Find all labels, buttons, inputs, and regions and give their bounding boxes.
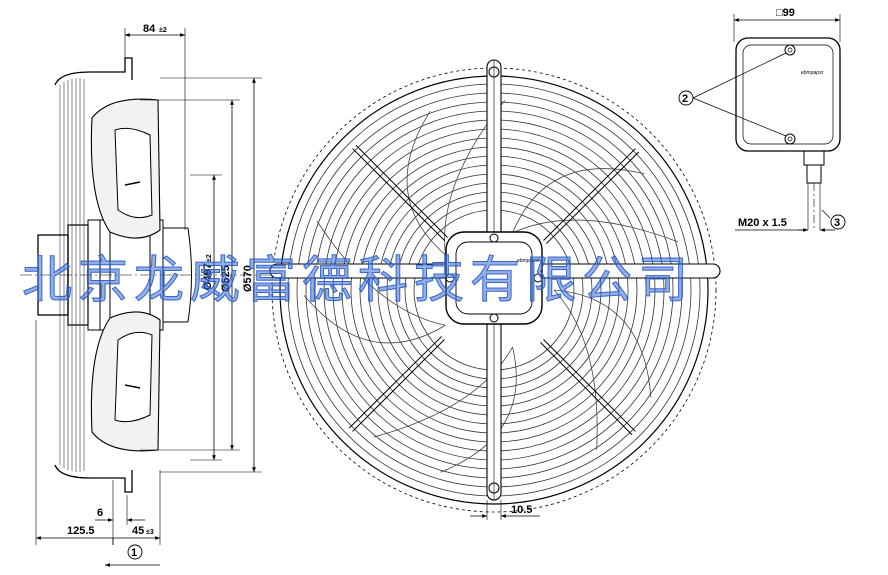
guard-spoke <box>355 144 448 238</box>
bottom-right-tol: ±3 <box>146 529 154 536</box>
outer-dia-dim: Ø570 <box>242 265 254 292</box>
screws-callout-circle <box>678 90 694 106</box>
fan-blade-edge <box>316 220 446 326</box>
fan-blade-edge <box>406 110 446 256</box>
bottom-small-dim: 6 <box>97 507 103 519</box>
fan-blade-edge <box>373 346 513 438</box>
box-brand: ebmpapst <box>801 70 824 76</box>
bottom-left-dim: 125.5 <box>67 525 95 537</box>
slot-dim: 10.5 <box>511 504 532 516</box>
guard-spoke <box>348 336 442 429</box>
guard-spoke <box>352 339 445 432</box>
airflow-callout-circle <box>127 544 143 560</box>
guard-spokes <box>348 144 640 436</box>
side-view-labels: 84 ±2 Ø497 ±2 Ø525 Ø570 6 125.5 45 ±3 1 <box>67 23 254 560</box>
guard-spoke <box>540 342 633 436</box>
bottom-right-dim: 45 <box>132 525 144 537</box>
front-view <box>269 59 721 520</box>
mid-dia-dim: Ø525 <box>220 265 232 292</box>
screws-callout: 2 <box>682 93 688 105</box>
fan-blade-edge <box>512 219 678 243</box>
fan-blade-edge <box>512 168 645 234</box>
terminal-box <box>692 14 841 232</box>
fan-blade-edge <box>440 346 517 473</box>
fan-blade-edge <box>553 289 598 450</box>
depth-dim: 84 <box>143 23 156 35</box>
thread-label: M20 x 1.5 <box>738 217 787 229</box>
square-dim: □99 <box>776 7 795 19</box>
gland-callout: 3 <box>834 217 840 229</box>
hub-nameplate: ebmpapst <box>517 258 540 264</box>
side-view <box>20 28 270 545</box>
fan-blade-edge <box>553 289 652 398</box>
gland-callout-circle <box>830 214 846 230</box>
side-view-dimensions <box>36 33 256 567</box>
airflow-callout: 1 <box>131 547 137 559</box>
inner-dia-dim: Ø497 <box>202 263 214 290</box>
inner-dia-tol: ±2 <box>206 254 213 262</box>
guard-spoke <box>543 148 636 241</box>
fan-blade-edge <box>303 295 446 344</box>
guard-spoke <box>546 151 640 244</box>
guard-spoke <box>352 148 445 241</box>
depth-tol: ±2 <box>159 27 167 34</box>
guard-spoke <box>543 339 636 432</box>
